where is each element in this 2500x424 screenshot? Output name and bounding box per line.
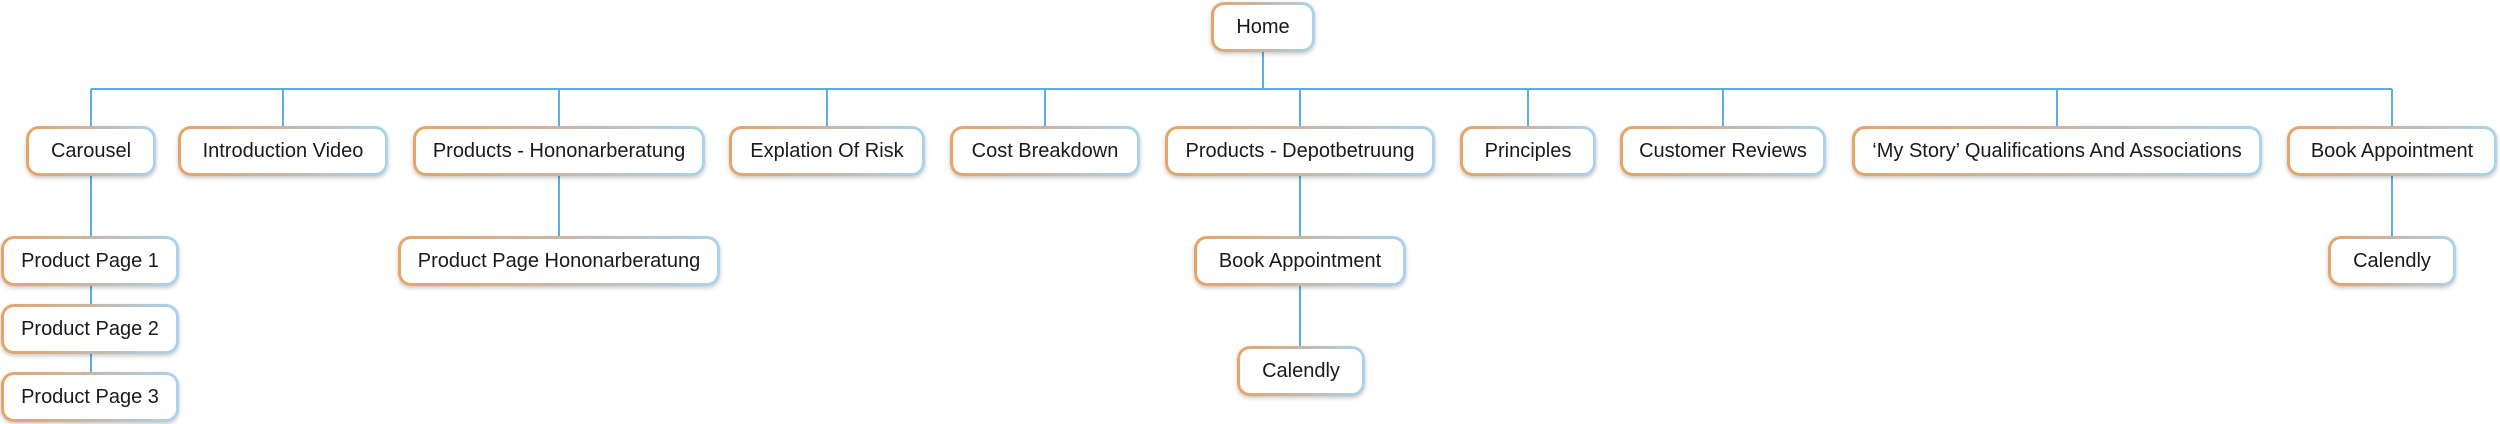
- node-products-depotbetruung[interactable]: Products - Depotbetruung: [1165, 126, 1435, 176]
- node-customer-reviews[interactable]: Customer Reviews: [1620, 126, 1826, 176]
- node-product-page-3[interactable]: Product Page 3: [1, 372, 179, 422]
- node-home[interactable]: Home: [1211, 2, 1315, 52]
- node-book-appointment[interactable]: Book Appointment: [2287, 126, 2497, 176]
- node-depot-book-appointment[interactable]: Book Appointment: [1194, 236, 1406, 286]
- node-introduction-video[interactable]: Introduction Video: [178, 126, 388, 176]
- node-depot-calendly[interactable]: Calendly: [1237, 346, 1365, 396]
- node-cost-breakdown[interactable]: Cost Breakdown: [950, 126, 1140, 176]
- node-calendly[interactable]: Calendly: [2328, 236, 2456, 286]
- node-my-story[interactable]: ‘My Story’ Qualifications And Associatio…: [1852, 126, 2262, 176]
- node-product-page-2[interactable]: Product Page 2: [1, 304, 179, 354]
- node-product-page-1[interactable]: Product Page 1: [1, 236, 179, 286]
- node-product-page-hononarberatung[interactable]: Product Page Hononarberatung: [398, 236, 720, 286]
- node-explation-of-risk[interactable]: Explation Of Risk: [729, 126, 925, 176]
- node-carousel[interactable]: Carousel: [26, 126, 156, 176]
- node-products-hononarberatung[interactable]: Products - Hononarberatung: [413, 126, 705, 176]
- node-principles[interactable]: Principles: [1460, 126, 1596, 176]
